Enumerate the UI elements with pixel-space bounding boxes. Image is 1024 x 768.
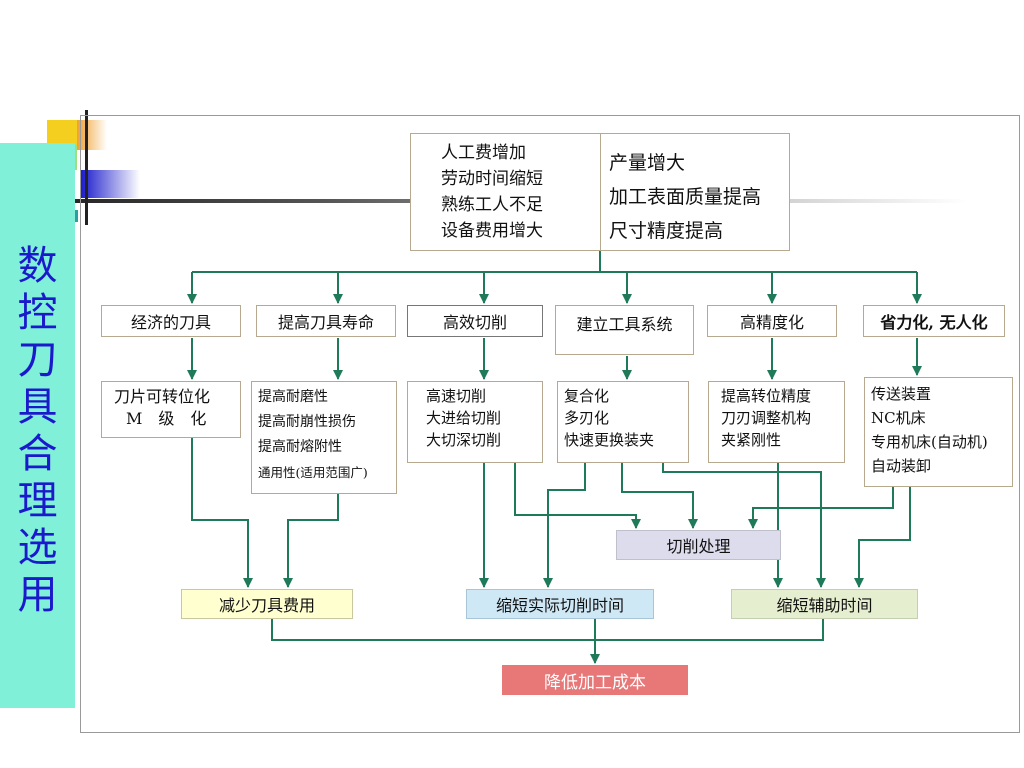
category-label: 经济的刀具 (130, 313, 211, 332)
category-box: 经济的刀具 (101, 305, 241, 337)
detail-line: 自动装卸 (871, 457, 932, 475)
sidebar: 数 控 刀 具 合 理 选 用 (0, 143, 75, 708)
detail-line: 夹紧刚性 (721, 431, 782, 449)
detail-line: 多刃化 (564, 409, 610, 427)
detail-line: 大切深切削 (426, 431, 502, 449)
connector-line (271, 619, 824, 641)
result-label: 减少刀具费用 (218, 596, 315, 615)
category-label: 提高刀具寿命 (277, 313, 374, 332)
sidebar-title-char: 合 (17, 431, 58, 477)
detail-box: 提高耐磨性 提高耐崩性损伤 提高耐熔附性 通用性(适用范围广) (251, 381, 397, 494)
deco-blue-square (80, 170, 140, 198)
detail-box: 刀片可转位化 M 级 化 (101, 381, 241, 438)
connector-line (543, 463, 586, 588)
connector-line (854, 487, 911, 588)
sidebar-title: 数 控 刀 具 合 理 选 用 (0, 143, 75, 619)
sidebar-title-char: 刀 (17, 337, 58, 383)
category-box: 建立工具系统 (555, 305, 694, 355)
top-right-line: 尺寸精度提高 (609, 220, 724, 242)
category-box: 省力化, 无人化 (863, 305, 1005, 337)
detail-line: 提高耐熔附性 (258, 439, 342, 455)
top-left-line: 劳动时间缩短 (441, 169, 543, 189)
sidebar-title-char: 数 (17, 243, 58, 289)
detail-line: 通用性(适用范围广) (258, 465, 368, 480)
detail-line: 专用机床(自动机) (871, 433, 988, 451)
category-label: 省力化, 无人化 (880, 313, 988, 332)
detail-line: 快速更换装夹 (564, 431, 655, 449)
detail-line: 复合化 (564, 387, 610, 405)
deco-vertical-bar (85, 110, 88, 225)
result-label: 缩短辅助时间 (776, 596, 873, 615)
category-label: 高效切削 (442, 313, 507, 332)
detail-line: NC机床 (871, 409, 926, 427)
detail-box: 提高转位精度 刀刃调整机构 夹紧刚性 (708, 381, 845, 463)
top-right-line: 加工表面质量提高 (609, 186, 762, 208)
connector-line (191, 438, 253, 588)
top-right-box: 产量增大 加工表面质量提高 尺寸精度提高 (600, 133, 790, 251)
connector-line (748, 487, 894, 529)
detail-line: 提高耐磨性 (258, 389, 328, 405)
sidebar-title-char: 控 (17, 290, 58, 336)
connector-line (514, 463, 641, 529)
detail-box: 高速切削 大进给切削 大切深切削 (407, 381, 543, 463)
detail-line: 刀片可转位化 (114, 387, 211, 406)
detail-line: 传送装置 (871, 385, 932, 403)
connector-line (283, 494, 339, 588)
final-result-box: 降低加工成本 (502, 665, 688, 695)
top-right-line: 产量增大 (609, 152, 686, 174)
result-label: 缩短实际切削时间 (495, 596, 624, 615)
detail-line: 大进给切削 (426, 409, 502, 427)
result-box-cutting-time: 缩短实际切削时间 (466, 589, 654, 619)
deco-orange-square (77, 120, 107, 150)
top-left-line: 熟练工人不足 (441, 195, 543, 215)
final-result-label: 降低加工成本 (544, 672, 646, 693)
detail-box: 传送装置 NC机床 专用机床(自动机) 自动装卸 (864, 377, 1013, 487)
detail-line: 刀刃调整机构 (721, 409, 812, 427)
deco-yellow-square (47, 120, 77, 145)
top-left-line: 设备费用增大 (441, 221, 543, 241)
diagram-frame (80, 115, 1020, 733)
category-label: 建立工具系统 (576, 315, 673, 334)
result-box-tool-cost: 减少刀具费用 (181, 589, 353, 619)
connector-line (621, 463, 698, 529)
sidebar-title-char: 选 (17, 525, 58, 571)
category-label: 高精度化 (739, 313, 804, 332)
sidebar-title-char: 具 (17, 384, 58, 430)
detail-line: M 级 化 (126, 409, 207, 428)
connector-line (662, 463, 826, 588)
detail-line: 提高转位精度 (721, 387, 812, 405)
top-left-line: 人工费增加 (441, 143, 526, 163)
sidebar-title-char: 理 (17, 478, 58, 524)
category-box: 高精度化 (707, 305, 837, 337)
cutting-treatment-label: 切削处理 (666, 537, 731, 556)
detail-line: 提高耐崩性损伤 (258, 414, 356, 430)
sidebar-title-char: 用 (17, 572, 58, 618)
result-box-aux-time: 缩短辅助时间 (731, 589, 918, 619)
detail-box: 复合化 多刃化 快速更换装夹 (557, 381, 689, 463)
category-box: 提高刀具寿命 (256, 305, 396, 337)
detail-line: 高速切削 (426, 387, 487, 405)
top-left-box: 人工费增加 劳动时间缩短 熟练工人不足 设备费用增大 (410, 133, 602, 251)
cutting-treatment-box: 切削处理 (616, 530, 781, 560)
category-box: 高效切削 (407, 305, 543, 337)
